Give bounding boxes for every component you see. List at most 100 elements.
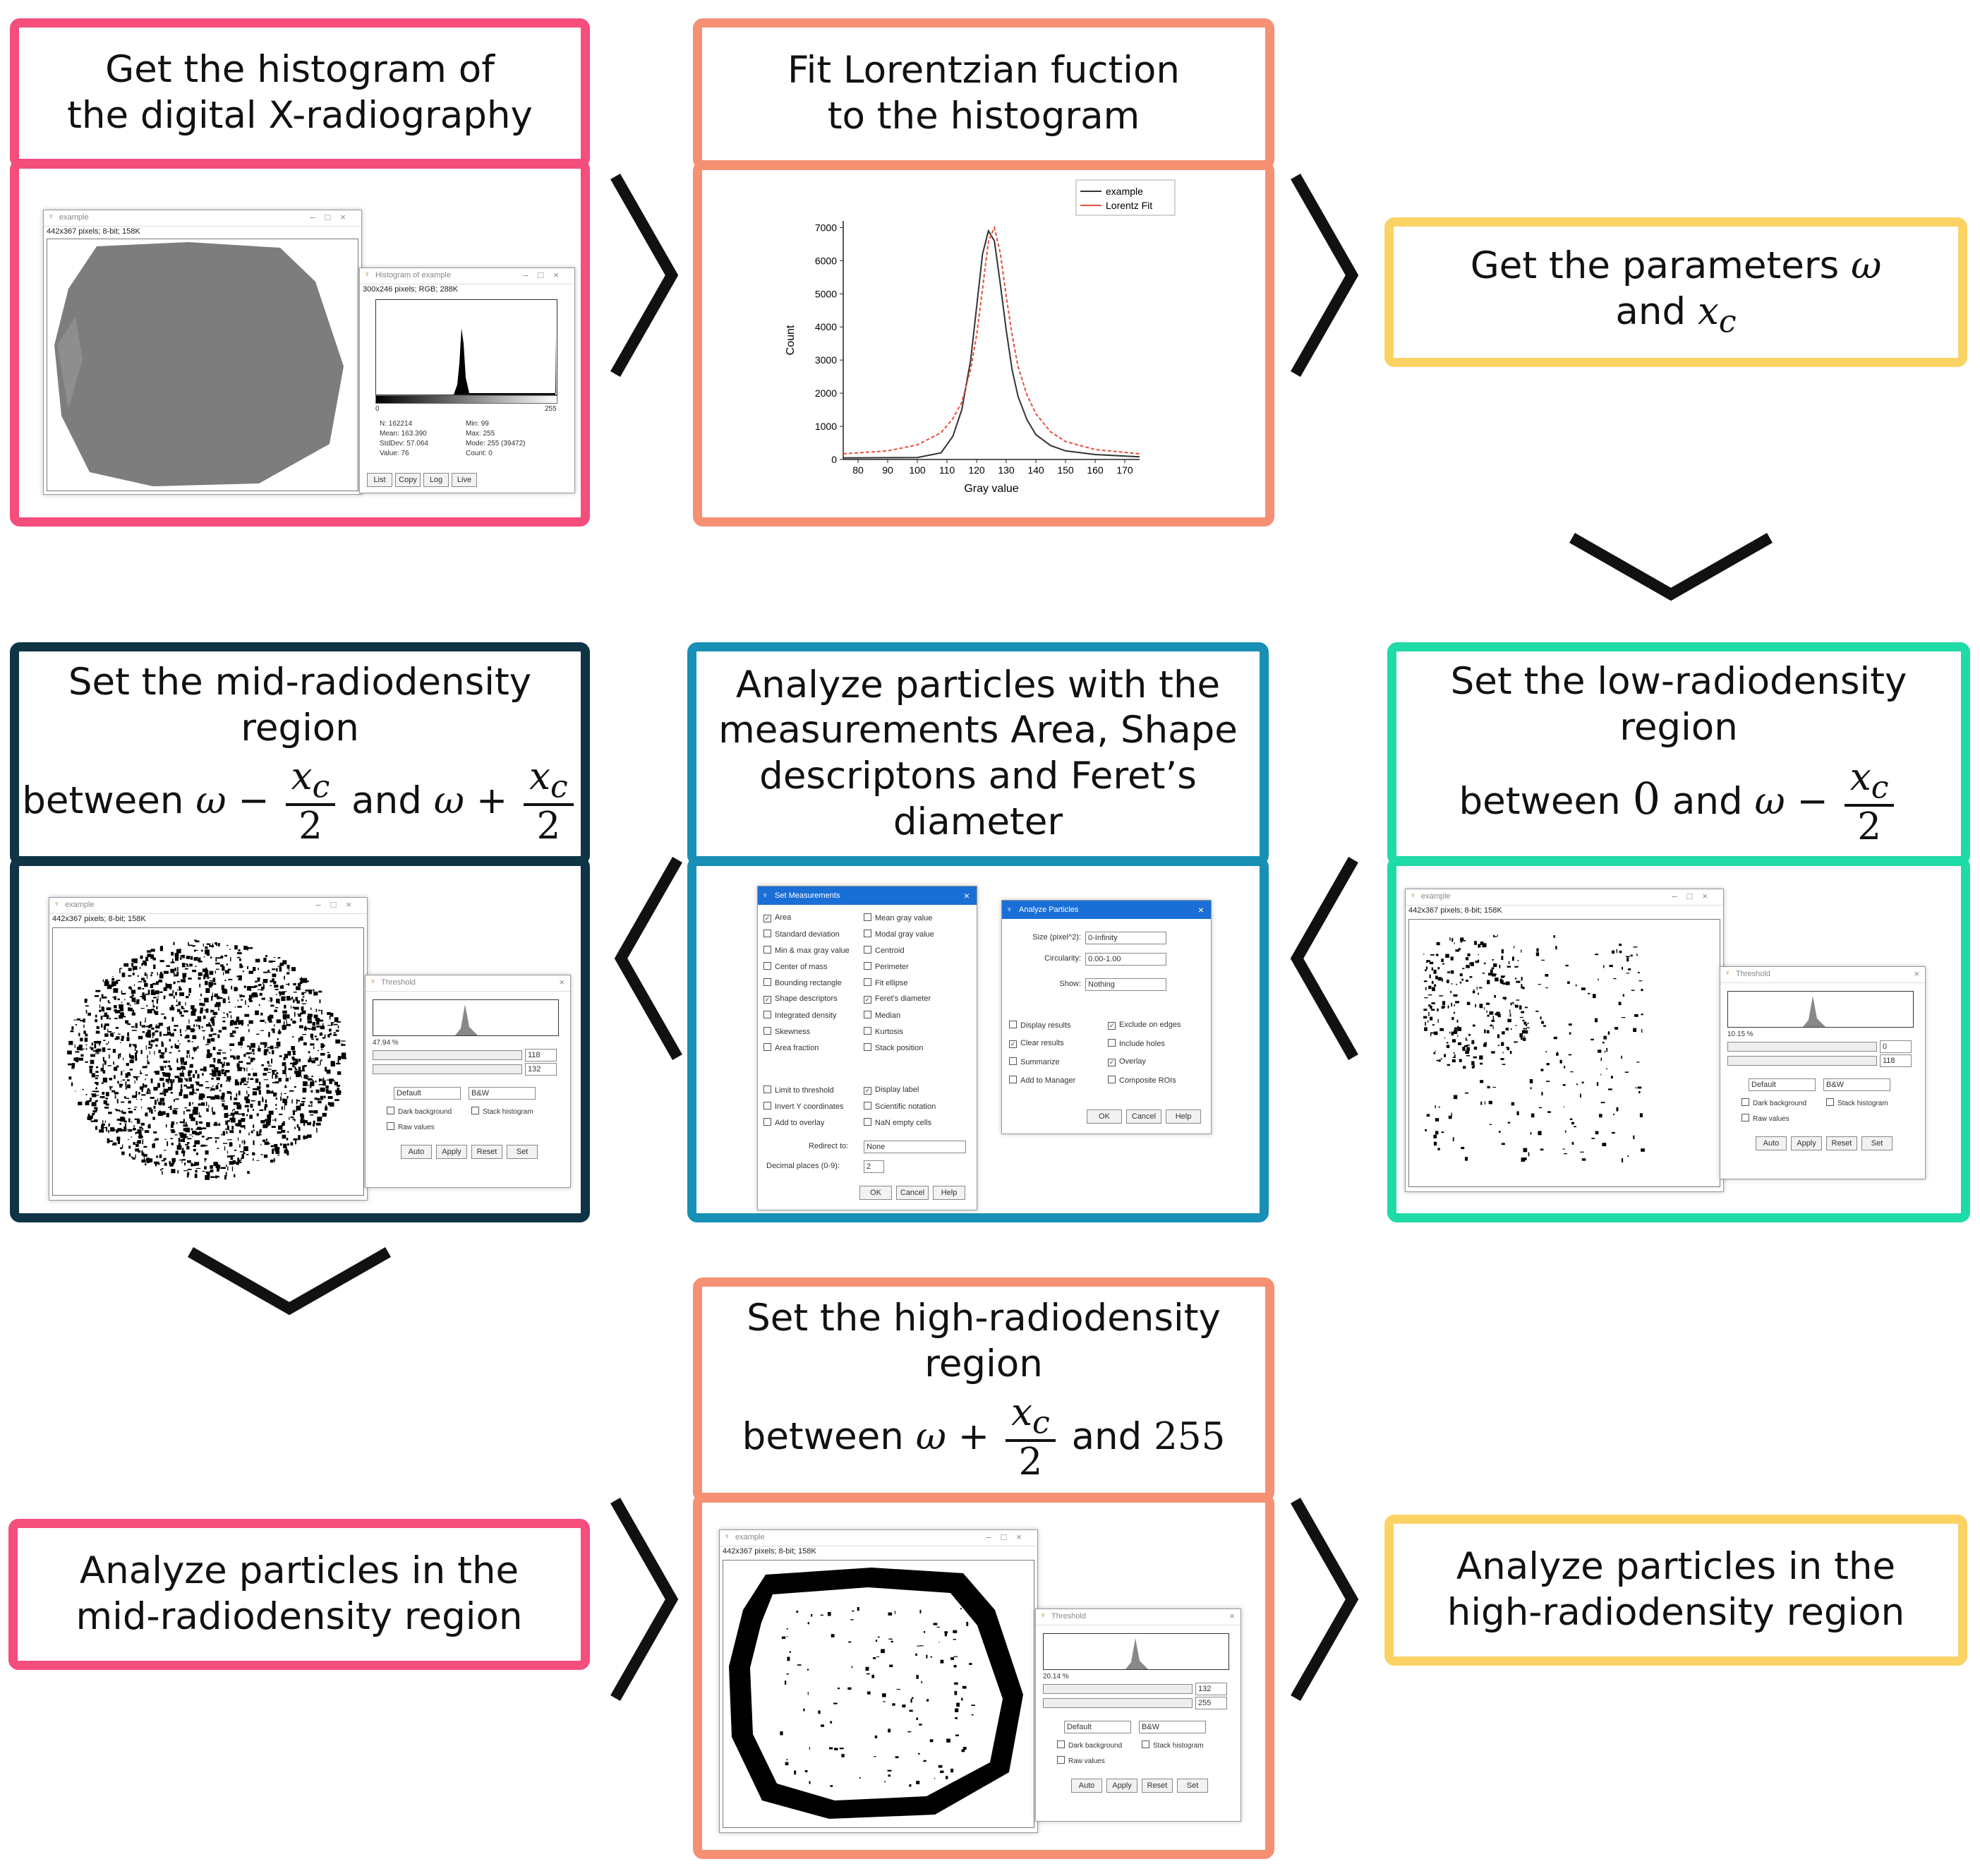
measurement-checkbox[interactable]: Min & max gray value xyxy=(763,946,850,955)
analyze-particles-dialog[interactable]: ♆Analyze Particles× Size (pixel^2):0-Inf… xyxy=(1001,900,1212,1134)
threshold-slider[interactable] xyxy=(1043,1684,1193,1694)
decimal-input[interactable]: 2 xyxy=(864,1160,884,1173)
hist-log-button[interactable]: Log xyxy=(423,473,449,487)
particle-option-checkbox[interactable]: Overlay xyxy=(1108,1057,1146,1066)
threshold-reset-button[interactable]: Reset xyxy=(1826,1136,1857,1150)
image-window-high[interactable]: ♆example–□× 442x367 pixels; 8-bit; 158K xyxy=(719,1529,1038,1833)
option-checkbox[interactable]: Scientific notation xyxy=(864,1102,936,1111)
close-icon[interactable]: × xyxy=(559,977,565,987)
raw-values-checkbox[interactable]: Raw values xyxy=(387,1122,435,1131)
stack-histogram-checkbox[interactable]: Stack histogram xyxy=(471,1107,533,1116)
measurement-checkbox[interactable]: Area fraction xyxy=(763,1043,819,1052)
particle-option-checkbox[interactable]: Exclude on edges xyxy=(1108,1021,1181,1030)
measurement-checkbox[interactable]: Shape descriptors xyxy=(763,994,838,1004)
option-checkbox[interactable]: Add to overlay xyxy=(763,1118,824,1127)
window-controls-icon[interactable]: –□× xyxy=(310,212,356,222)
option-checkbox[interactable]: Limit to threshold xyxy=(763,1086,834,1095)
particles-ok-button[interactable]: OK xyxy=(1087,1110,1122,1124)
threshold-slider[interactable] xyxy=(373,1064,522,1074)
threshold-value-field[interactable]: 0 xyxy=(1880,1040,1912,1053)
particle-option-checkbox[interactable]: Display results xyxy=(1009,1021,1071,1030)
threshold-auto-button[interactable]: Auto xyxy=(1756,1136,1787,1150)
stack-histogram-checkbox[interactable]: Stack histogram xyxy=(1826,1098,1888,1107)
particle-option-checkbox[interactable]: Include holes xyxy=(1108,1039,1165,1048)
threshold-value-field[interactable]: 118 xyxy=(525,1049,557,1062)
measurement-checkbox[interactable]: Perimeter xyxy=(864,962,909,971)
measurement-checkbox[interactable]: Stack position xyxy=(864,1043,923,1052)
window-controls-icon[interactable]: –□× xyxy=(315,899,361,910)
threshold-mode-select[interactable]: B&W xyxy=(1823,1078,1890,1091)
redirect-select[interactable]: None xyxy=(864,1141,966,1153)
window-controls-icon[interactable]: –□× xyxy=(523,270,569,280)
threshold-value-field[interactable]: 118 xyxy=(1880,1054,1912,1067)
hist-live-button[interactable]: Live xyxy=(452,473,477,487)
window-controls-icon[interactable]: –□× xyxy=(986,1532,1032,1542)
particle-option-checkbox[interactable]: Summarize xyxy=(1009,1057,1060,1066)
option-checkbox[interactable]: Invert Y coordinates xyxy=(763,1102,843,1111)
hist-list-button[interactable]: List xyxy=(367,473,392,487)
image-window-mid[interactable]: ♆example–□× 442x367 pixels; 8-bit; 158K xyxy=(49,897,368,1201)
hist-copy-button[interactable]: Copy xyxy=(395,473,421,487)
threshold-method-select[interactable]: Default xyxy=(1749,1078,1816,1091)
threshold-reset-button[interactable]: Reset xyxy=(1142,1779,1173,1793)
threshold-apply-button[interactable]: Apply xyxy=(436,1145,467,1159)
threshold-method-select[interactable]: Default xyxy=(394,1087,461,1100)
stack-histogram-checkbox[interactable]: Stack histogram xyxy=(1142,1740,1204,1750)
particle-field-input[interactable]: 0.00-1.00 xyxy=(1085,953,1166,966)
measure-ok-button[interactable]: OK xyxy=(859,1186,892,1200)
threshold-apply-button[interactable]: Apply xyxy=(1791,1136,1822,1150)
threshold-mode-select[interactable]: B&W xyxy=(1139,1721,1206,1733)
measurement-checkbox[interactable]: Kurtosis xyxy=(864,1027,903,1036)
measurement-checkbox[interactable]: Median xyxy=(864,1011,900,1020)
dark-background-checkbox[interactable]: Dark background xyxy=(387,1107,452,1116)
threshold-set-button[interactable]: Set xyxy=(1177,1779,1208,1793)
particle-option-checkbox[interactable]: Add to Manager xyxy=(1009,1076,1075,1085)
measurement-checkbox[interactable]: Bounding rectangle xyxy=(763,978,842,987)
particles-cancel-button[interactable]: Cancel xyxy=(1126,1110,1161,1124)
close-icon[interactable]: × xyxy=(1229,1611,1235,1621)
particle-field-input[interactable]: 0-Infinity xyxy=(1085,932,1166,944)
threshold-value-field[interactable]: 255 xyxy=(1195,1697,1227,1709)
particle-field-input[interactable]: Nothing xyxy=(1085,978,1166,991)
measure-cancel-button[interactable]: Cancel xyxy=(896,1186,929,1200)
close-icon[interactable]: × xyxy=(1914,968,1919,979)
close-icon[interactable]: × xyxy=(1197,904,1204,915)
threshold-slider[interactable] xyxy=(1727,1056,1877,1066)
particles-help-button[interactable]: Help xyxy=(1166,1110,1201,1124)
threshold-mode-select[interactable]: B&W xyxy=(469,1087,536,1100)
threshold-auto-button[interactable]: Auto xyxy=(401,1145,432,1159)
option-checkbox[interactable]: Display label xyxy=(864,1086,919,1095)
histogram-window[interactable]: ♆Histogram of example–□× 300x246 pixels;… xyxy=(359,267,575,493)
measurement-checkbox[interactable]: Standard deviation xyxy=(763,930,840,939)
particle-option-checkbox[interactable]: Composite ROIs xyxy=(1108,1076,1176,1085)
measurement-checkbox[interactable]: Center of mass xyxy=(763,962,828,971)
dark-background-checkbox[interactable]: Dark background xyxy=(1741,1098,1806,1107)
raw-values-checkbox[interactable]: Raw values xyxy=(1057,1756,1105,1765)
threshold-method-select[interactable]: Default xyxy=(1064,1721,1131,1733)
image-window-low[interactable]: ♆example–□× 442x367 pixels; 8-bit; 158K xyxy=(1405,889,1724,1192)
measure-help-button[interactable]: Help xyxy=(933,1186,965,1200)
option-checkbox[interactable]: NaN empty cells xyxy=(864,1118,931,1127)
particle-option-checkbox[interactable]: Clear results xyxy=(1009,1039,1064,1048)
threshold-reset-button[interactable]: Reset xyxy=(471,1145,502,1159)
threshold-auto-button[interactable]: Auto xyxy=(1071,1779,1102,1793)
window-controls-icon[interactable]: –□× xyxy=(1672,891,1718,901)
measurement-checkbox[interactable]: Centroid xyxy=(864,946,905,955)
measurement-checkbox[interactable]: Integrated density xyxy=(763,1011,836,1020)
measurement-checkbox[interactable]: Mean gray value xyxy=(864,913,932,922)
measurement-checkbox[interactable]: Modal gray value xyxy=(864,930,934,939)
measurement-checkbox[interactable]: Fit ellipse xyxy=(864,978,907,987)
threshold-value-field[interactable]: 132 xyxy=(525,1063,557,1076)
raw-values-checkbox[interactable]: Raw values xyxy=(1741,1114,1789,1123)
image-window[interactable]: ♆example–□× 442x367 pixels; 8-bit; 158K xyxy=(43,210,362,495)
measurement-checkbox[interactable]: Feret's diameter xyxy=(864,994,931,1004)
threshold-slider[interactable] xyxy=(1043,1698,1193,1708)
threshold-value-field[interactable]: 132 xyxy=(1195,1683,1227,1695)
threshold-set-button[interactable]: Set xyxy=(1861,1136,1893,1150)
measurement-checkbox[interactable]: Skewness xyxy=(763,1027,810,1036)
dark-background-checkbox[interactable]: Dark background xyxy=(1057,1740,1122,1750)
threshold-slider[interactable] xyxy=(1727,1042,1877,1052)
